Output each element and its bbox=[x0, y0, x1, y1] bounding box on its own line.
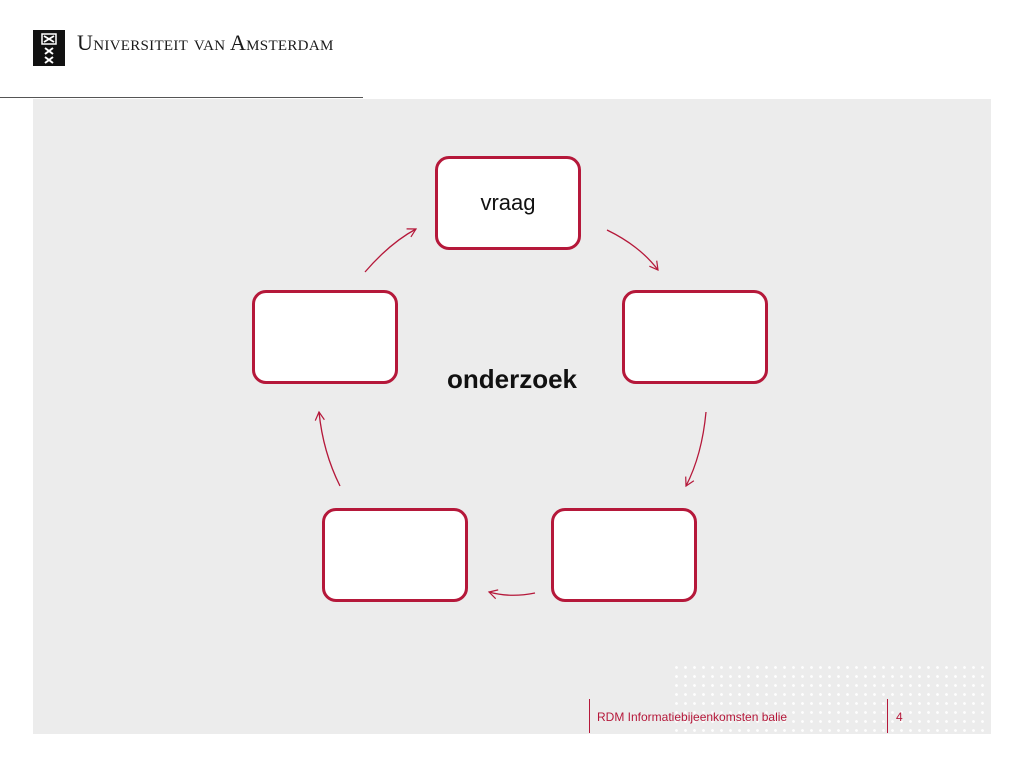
dot-pattern-decoration bbox=[672, 663, 984, 733]
arrow-bottom-right-to-bottom-left bbox=[487, 589, 536, 600]
footer-divider-left bbox=[589, 699, 590, 733]
center-label: onderzoek bbox=[446, 364, 578, 394]
uva-crest-icon bbox=[33, 30, 65, 66]
arrow-top-to-right bbox=[606, 229, 659, 271]
footer-title: RDM Informatiebijeenkomsten balie bbox=[597, 710, 788, 724]
cycle-box-vraag: vraag bbox=[435, 156, 581, 250]
arrow-bottom-left-to-left bbox=[314, 410, 341, 487]
arrow-left-to-top bbox=[364, 228, 418, 273]
header: Universiteit van Amsterdam bbox=[0, 0, 1024, 100]
cycle-box-bottom-right bbox=[551, 508, 697, 602]
footer-divider-right bbox=[887, 699, 888, 733]
institution-name: Universiteit van Amsterdam bbox=[77, 30, 334, 55]
header-divider bbox=[0, 97, 363, 98]
cycle-box-bottom-left bbox=[322, 508, 468, 602]
arrow-right-to-bottom-right bbox=[685, 411, 707, 488]
cycle-box-right bbox=[622, 290, 768, 384]
page-number: 4 bbox=[896, 710, 903, 724]
cycle-box-left bbox=[252, 290, 398, 384]
